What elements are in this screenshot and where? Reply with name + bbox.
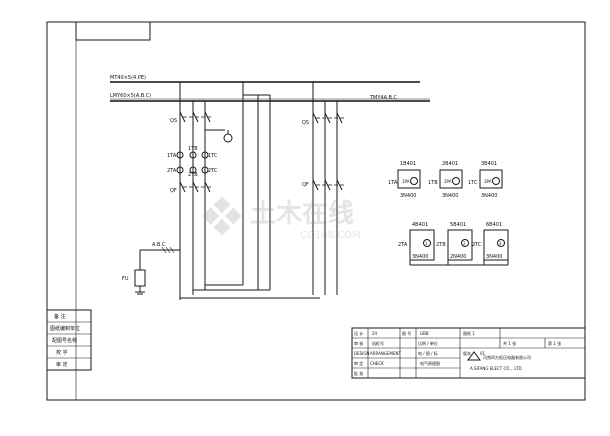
right-feeder <box>312 82 344 295</box>
tb-r2-c5: 共 1 张 <box>503 340 516 346</box>
bus-abc-label: LMY60×5(A.B.C) <box>110 93 151 99</box>
right-qs-label: QS <box>302 120 309 126</box>
meter-2-ct: 1TB <box>428 180 438 186</box>
tb-r3-c5: 版本 <box>463 350 471 356</box>
fu-label: FU <box>122 276 129 282</box>
ct-1tc: 1TC <box>208 153 218 159</box>
abc-label: A.B.C <box>152 242 166 248</box>
tag-box <box>75 21 151 41</box>
tb-r2-c2: 机柜号 <box>372 340 384 346</box>
tb-r1-c3: 图 号 <box>402 330 411 336</box>
meter-box-5 <box>447 229 473 261</box>
meter-2-inner: 2PA <box>444 179 452 184</box>
tb-r2-c6: 第 1 张 <box>548 340 561 346</box>
tb-r2-c1: 审 核 <box>354 340 363 346</box>
bus-right-label: TMY4A.B.C <box>369 95 398 101</box>
meter-5-name: 5B401 <box>450 222 466 228</box>
meter-6-ct: 2TC <box>472 242 482 248</box>
ct-1tb: 1TB <box>188 146 198 152</box>
meter-box-3 <box>479 169 503 189</box>
side-table <box>46 309 92 371</box>
tb-r1-c2: 24 <box>372 331 378 336</box>
company-logo-icon <box>467 351 481 361</box>
watermark: 土木在线 CO188.COM <box>202 196 361 241</box>
tb-r1-c5: 图纸 1 <box>463 330 475 336</box>
watermark-logo-icon <box>202 196 242 236</box>
tb-r3-c1: DESIGN <box>354 351 369 356</box>
side-row-4: 校 字 <box>56 349 68 356</box>
bus-pe-label: MT40×5(4.PE) <box>110 75 146 81</box>
tb-r1-c1: 设 计 <box>354 330 363 336</box>
meter-group-bottom <box>409 229 509 266</box>
meter-box-2 <box>439 169 463 189</box>
inner-border <box>75 21 586 401</box>
watermark-text: 土木在线 <box>250 199 354 229</box>
meter-2-name: 2B401 <box>442 161 458 167</box>
meter-4-range: 3N400 <box>412 254 428 260</box>
meter-group-top <box>397 169 503 189</box>
left-feeder <box>176 82 233 300</box>
meter-2-range: 3N400 <box>442 193 458 199</box>
meter-3-name: 3B401 <box>481 161 497 167</box>
meter-3-ct: 1TC <box>468 180 478 186</box>
tb-r5-c1: 批 准 <box>354 370 363 376</box>
watermark-sub: CO188.COM <box>300 230 361 241</box>
side-row-3: 配图号名称 <box>52 337 77 344</box>
meter-1-name: 1B401 <box>400 161 416 167</box>
left-qf-label: QF <box>170 188 177 194</box>
tb-r3-c4: 电气原理图 <box>420 360 440 366</box>
tb-r1-c4: GBB <box>420 331 429 336</box>
ct-2tc: 2TC <box>208 168 218 174</box>
ct-1ta: 1TA <box>167 153 177 159</box>
side-row-5: 审 定 <box>56 361 68 368</box>
meter-4-name: 4B401 <box>412 222 428 228</box>
left-qs-label: QS <box>170 118 177 124</box>
fu-box <box>134 269 146 287</box>
tb-r4-c2: CHECK <box>370 361 384 366</box>
meter-box-6 <box>483 229 509 261</box>
tb-r3-c2: ARRANGEMENT <box>370 351 401 356</box>
tb-r4-c1: 审 定 <box>354 360 363 366</box>
meter-6-range: 3N400 <box>486 254 502 260</box>
ct-2tb: 2TB <box>188 172 198 178</box>
side-row-2: 图纸编制单位 <box>50 325 80 332</box>
meter-6-name: 6B401 <box>486 222 502 228</box>
meter-5-inner: 2 <box>463 241 466 246</box>
meter-1-ct: 1TA <box>388 180 398 186</box>
tb-r3-c6: 01 <box>480 351 486 356</box>
meter-box-4 <box>409 229 435 261</box>
meter-3-range: 3N400 <box>481 193 497 199</box>
company-name: 河南四方低压电器有限公司 <box>483 354 531 360</box>
meter-6-inner: 3 <box>499 241 502 246</box>
company-name-en: A.SIFANG ELECT CO., .LTD <box>470 366 522 371</box>
meter-5-ct: 2TB <box>436 242 446 248</box>
side-row-1: 备 注 <box>54 313 66 320</box>
tb-r2-c3: 比例 / 单位 <box>418 340 438 346</box>
meter-1-range: 3N400 <box>400 193 416 199</box>
ct-2ta: 2TA <box>167 168 177 174</box>
title-block <box>351 327 586 379</box>
right-qf-label: QF <box>302 182 309 188</box>
meter-1-inner: 1PA <box>402 179 410 184</box>
meter-3-inner: 3PA <box>484 179 492 184</box>
meter-4-ct: 2TA <box>398 242 408 248</box>
meter-5-range: 2N400 <box>450 254 466 260</box>
meter-box-1 <box>397 169 421 189</box>
meter-4-inner: 1 <box>425 241 428 246</box>
tb-r3-c3: 电 / 图 / 标 <box>418 350 438 356</box>
